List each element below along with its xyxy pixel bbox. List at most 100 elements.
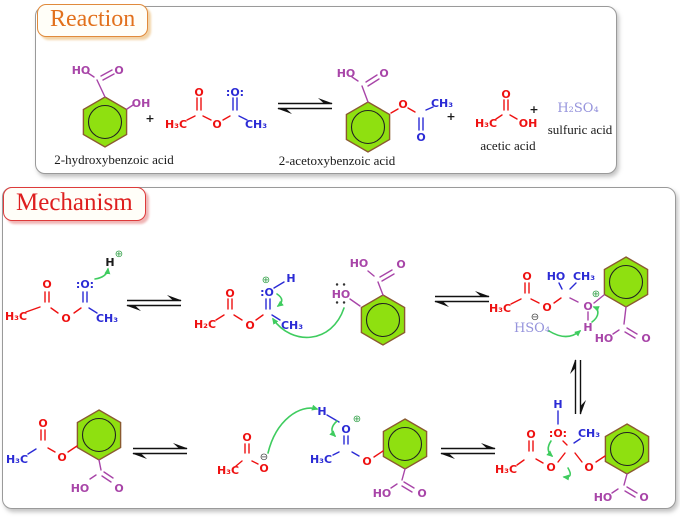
benzene-ring: [604, 423, 650, 475]
electron-arrow: [548, 330, 582, 338]
reaction-title: Reaction: [37, 4, 149, 37]
atom-label: H: [553, 398, 562, 411]
atom-label: H: [583, 321, 592, 334]
atom-label: HO: [332, 288, 351, 301]
atom-label: O: [639, 491, 648, 504]
benzene-ring: [76, 409, 122, 461]
bonds: [89, 459, 114, 483]
atom-label: CH₃: [281, 319, 303, 332]
electron-arrow: [591, 306, 600, 323]
electron-arrow: [267, 404, 319, 454]
atom-label: HO: [595, 332, 614, 345]
molecule-acetic-anhydride: H₃C O O :O: CH₃: [165, 86, 267, 131]
plus-sign: +: [529, 103, 538, 116]
bonds: [351, 74, 380, 103]
bonds: [25, 291, 82, 314]
atom-label: CH₃: [431, 97, 453, 110]
electron-arrow: [94, 267, 111, 280]
atom-label: HO: [547, 270, 566, 283]
atom-label: H₃C: [495, 463, 517, 476]
molecule-name: 2-acetoxybenzoic acid: [279, 153, 396, 168]
plus-charge-icon: ⊕: [262, 275, 270, 286]
electron-arrow: [329, 420, 338, 438]
mech-step2-protonated-anhydride: H₂C O O :O ⊕ H CH₃: [194, 272, 303, 332]
atom-label: H₃C: [475, 117, 497, 130]
benzene-ring: [360, 294, 406, 346]
benzene-ring: [382, 418, 428, 470]
bonds: [349, 269, 395, 307]
atom-label: O: [584, 461, 593, 474]
atom-label: O: [212, 118, 221, 131]
bonds: [418, 106, 434, 131]
atom-label: O: [396, 258, 405, 271]
atom-label: O: [526, 428, 535, 441]
equilibrium-arrow: [276, 97, 334, 115]
equilibrium-arrow: [439, 442, 497, 460]
plus-charge-icon: ⊕: [592, 289, 600, 300]
atom-label: O: [341, 423, 350, 436]
atom-label: CH₃: [96, 312, 118, 325]
atom-label: CH₃: [578, 427, 600, 440]
catalyst-formula: H₂SO₄: [557, 101, 598, 116]
atom-label: O: [546, 461, 555, 474]
atom-label: :O:: [76, 278, 94, 291]
electron-arrow: [272, 307, 345, 339]
molecule-salicylic-acid: HO O OH 2-hydroxybenzoic acid: [54, 64, 174, 167]
mech-step4-tetrahedral-intermediate-neutral: H :O: CH₃ H₃C O O O HO O: [495, 398, 650, 504]
bonds: [569, 294, 638, 339]
atom-label: OH: [132, 97, 151, 110]
bonds: [265, 281, 285, 321]
proton-label: H: [105, 256, 114, 269]
bonds: [557, 410, 581, 444]
atom-label: CH₃: [573, 270, 595, 283]
equilibrium-arrow: [433, 290, 491, 308]
bonds: [390, 468, 415, 493]
bonds: [87, 69, 134, 110]
mech-step3-tetrahedral-intermediate-cation: H₃C O O HO CH₃ O ⊕ H HO O HSO₄ ⊖: [489, 256, 651, 345]
equilibrium-arrow-vertical: [569, 358, 587, 416]
bonds: [390, 107, 416, 114]
bonds: [232, 97, 248, 121]
bonds: [558, 282, 577, 290]
atom-label: O: [522, 270, 531, 283]
atom-label: O: [38, 417, 47, 430]
atom-label: O: [245, 319, 254, 332]
bonds: [326, 414, 360, 457]
molecule-acetic-acid: H₃C O OH acetic acid: [475, 88, 537, 153]
atom-label: H₃C: [6, 453, 28, 466]
atom-label: O: [542, 301, 551, 314]
hydrogensulfate-label: HSO₄: [514, 321, 550, 336]
molecule-name: 2-hydroxybenzoic acid: [54, 152, 174, 167]
bonds: [82, 291, 98, 314]
mech-step1-anhydride-protonation: H₃C O O :O: CH₃ H ⊕: [5, 249, 123, 325]
mech-step2-salicylic-acid: HO HO O: [272, 257, 406, 346]
benzene-ring: [603, 256, 649, 308]
atom-label: HO: [337, 67, 356, 80]
minus-charge-icon: ⊖: [260, 452, 268, 463]
atom-label: OH: [519, 117, 538, 130]
atom-label: O: [362, 455, 371, 468]
bonds: [235, 443, 259, 467]
mech-step5-protonated-aspirin: H O ⊕ H₃C O HO O: [310, 405, 428, 500]
atom-label: O: [42, 278, 51, 291]
atom-label: HO: [72, 64, 91, 77]
plus-charge-icon: ⊕: [353, 414, 361, 425]
atom-label: O: [61, 312, 70, 325]
bonds: [215, 298, 264, 321]
bonds: [495, 99, 518, 120]
electron-arrow: [276, 293, 284, 307]
atom-label: H₂C: [194, 318, 216, 331]
atom-label: :O: [260, 286, 274, 299]
molecule-aspirin: HO O O CH₃ O 2-acetoxybenzoic acid: [279, 67, 454, 168]
atom-label: H₃C: [217, 464, 239, 477]
atom-label: H₃C: [5, 310, 27, 323]
bonds: [40, 429, 78, 453]
catalyst-name: sulfuric acid: [548, 122, 613, 137]
bonds: [611, 473, 638, 498]
plus-sign: +: [446, 110, 455, 123]
atom-label: O: [242, 431, 251, 444]
minus-charge-icon: ⊖: [531, 312, 539, 323]
atom-label: O: [194, 86, 203, 99]
